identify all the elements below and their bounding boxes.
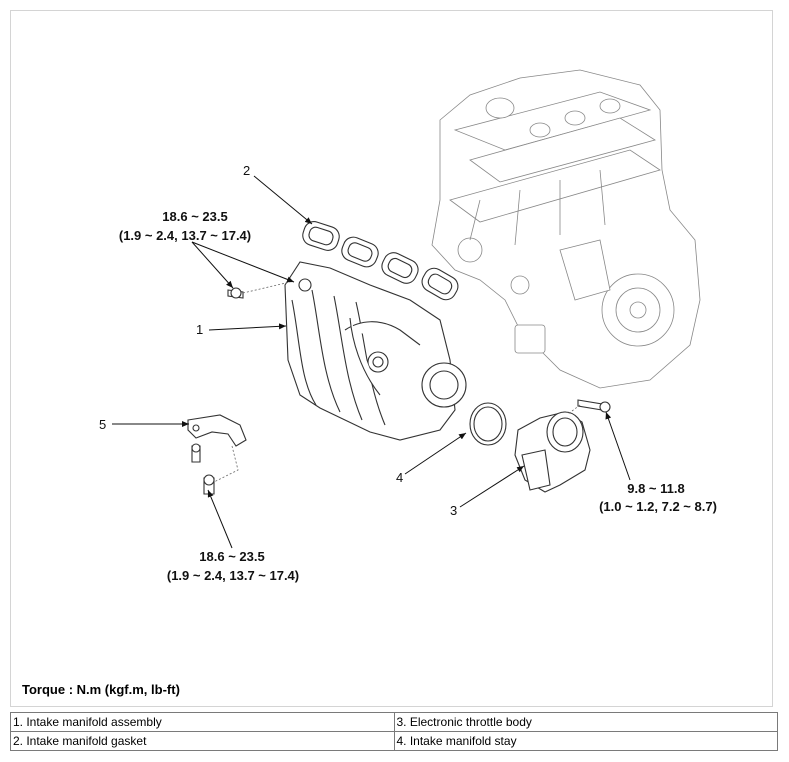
- legend-row: 1. Intake manifold assembly 3. Electroni…: [10, 712, 778, 732]
- engine-block-illustration: [431, 69, 701, 389]
- parts-legend-table: 1. Intake manifold assembly 3. Electroni…: [10, 712, 778, 751]
- intake-manifold-assembly: [284, 261, 467, 441]
- leader-lines: [112, 175, 631, 549]
- callout-2: 2: [243, 163, 250, 178]
- throttle-body-gasket: [469, 402, 507, 446]
- legend-item-3: 3. Electronic throttle body: [393, 712, 778, 732]
- intake-manifold-stay: [187, 414, 247, 495]
- torque-manifold-line1: 18.6 ~ 23.5: [162, 209, 227, 224]
- legend-item-2: 2. Intake manifold gasket: [10, 731, 395, 751]
- torque-stay-line2: (1.9 ~ 2.4, 13.7 ~ 17.4): [167, 568, 299, 583]
- legend-item-4: 4. Intake manifold stay: [393, 731, 778, 751]
- manifold-bolt: [227, 281, 291, 299]
- callout-3: 3: [450, 503, 457, 518]
- callout-4: 4: [396, 470, 403, 485]
- torque-manifold-line2: (1.9 ~ 2.4, 13.7 ~ 17.4): [119, 228, 251, 243]
- callout-1: 1: [196, 322, 203, 337]
- intake-manifold-gaskets: [302, 221, 459, 301]
- torque-throttle-line1: 9.8 ~ 11.8: [627, 481, 684, 496]
- torque-stay-line1: 18.6 ~ 23.5: [199, 549, 264, 564]
- legend-item-1: 1. Intake manifold assembly: [10, 712, 395, 732]
- callout-5: 5: [99, 417, 106, 432]
- torque-throttle-line2: (1.0 ~ 1.2, 7.2 ~ 8.7): [599, 499, 717, 514]
- legend-row: 2. Intake manifold gasket 4. Intake mani…: [10, 731, 778, 751]
- torque-unit-note: Torque : N.m (kgf.m, lb-ft): [22, 682, 180, 697]
- electronic-throttle-body: [514, 399, 611, 493]
